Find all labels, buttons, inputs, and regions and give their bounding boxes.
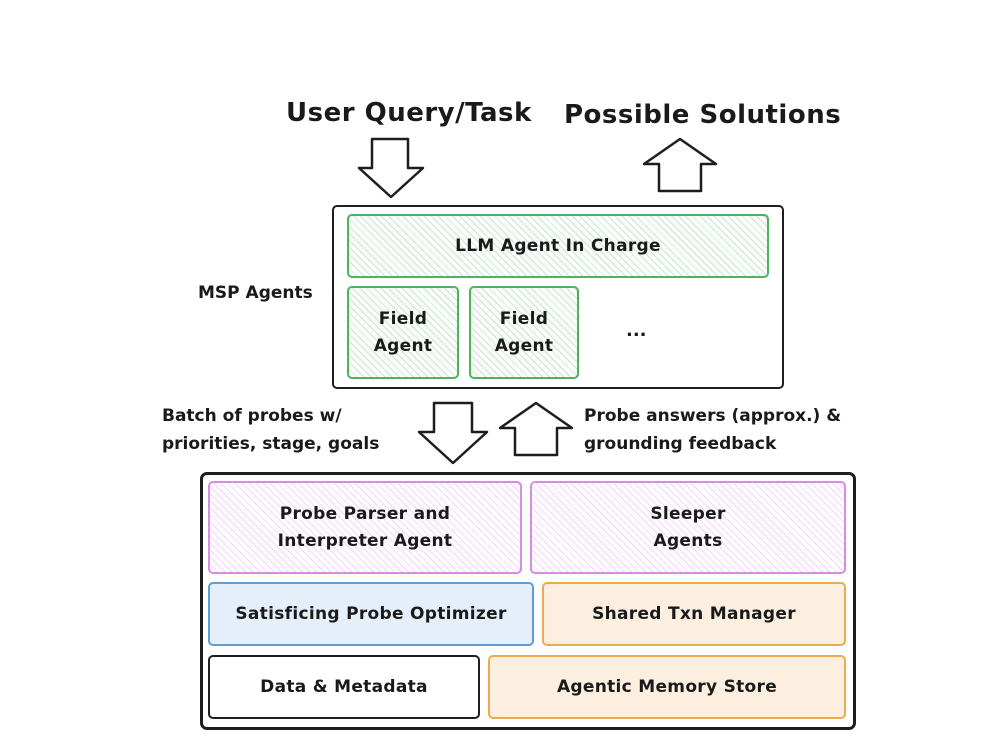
data-metadata-label: Data & Metadata [260, 676, 428, 697]
probe-batch-label: Batch of probes w/ priorities, stage, go… [162, 406, 380, 454]
input-arrow-icon [357, 137, 425, 199]
input-title: User Query/Task [286, 98, 532, 128]
probe-optimizer-box: Satisficing Probe Optimizer [208, 582, 534, 646]
field-agent-box-1: Field Agent [347, 286, 459, 379]
sleeper-agents-box: Sleeper Agents [530, 481, 846, 574]
probe-batch-arrow-icon [417, 401, 489, 465]
txn-manager-label: Shared Txn Manager [592, 603, 796, 624]
field-agent-label-1: Field Agent [373, 308, 433, 356]
probe-optimizer-label: Satisficing Probe Optimizer [235, 603, 507, 624]
field-agent-label-2: Field Agent [494, 308, 554, 356]
probe-answers-arrow-icon [498, 401, 574, 457]
output-title: Possible Solutions [564, 100, 842, 130]
probe-answers-label: Probe answers (approx.) & grounding feed… [584, 406, 842, 454]
more-agents-ellipsis: ... [626, 320, 647, 341]
msp-agents-label: MSP Agents [198, 283, 313, 303]
llm-agent-box: LLM Agent In Charge [347, 214, 769, 278]
memory-store-label: Agentic Memory Store [556, 676, 778, 697]
txn-manager-box: Shared Txn Manager [542, 582, 846, 646]
probe-parser-box: Probe Parser and Interpreter Agent [208, 481, 522, 574]
field-agent-box-2: Field Agent [469, 286, 579, 379]
llm-agent-label: LLM Agent In Charge [455, 235, 661, 256]
sleeper-agents-label: Sleeper Agents [650, 503, 726, 551]
output-arrow-icon [642, 137, 718, 193]
memory-store-box: Agentic Memory Store [488, 655, 846, 719]
probe-parser-label: Probe Parser and Interpreter Agent [277, 503, 453, 551]
data-metadata-box: Data & Metadata [208, 655, 480, 719]
